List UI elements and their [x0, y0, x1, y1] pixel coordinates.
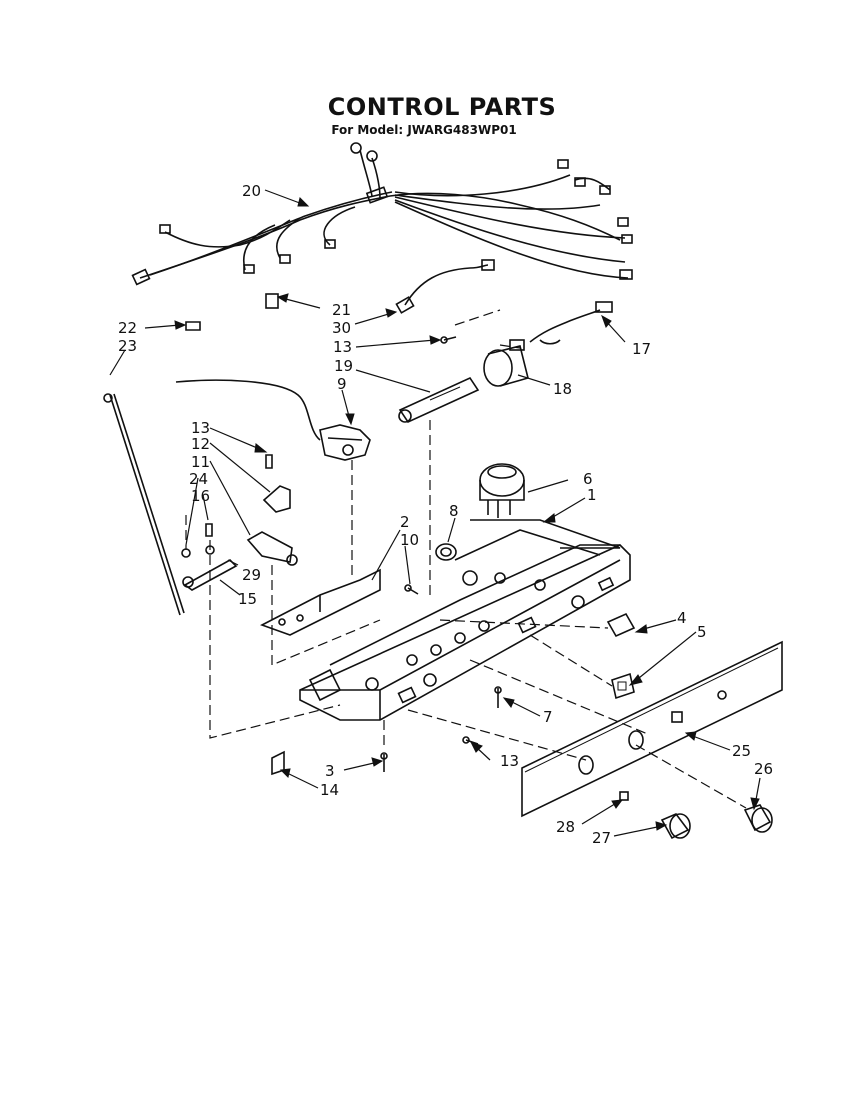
- model-subtitle: For Model: JWARG483WP01: [331, 123, 517, 137]
- callout-20: 20: [242, 182, 261, 200]
- mounting-bracket: [259, 568, 381, 636]
- callout-29: 29: [242, 566, 261, 584]
- wiring-harness: [131, 142, 633, 286]
- callout-26: 26: [754, 760, 773, 778]
- callout-4: 4: [677, 609, 687, 627]
- callout-12: 12: [191, 435, 210, 453]
- thermostat: [175, 379, 371, 461]
- assembly-lines: [185, 309, 747, 809]
- relay-capacitor-group: [398, 301, 613, 424]
- callout-18: 18: [553, 380, 572, 398]
- callout-11: 11: [191, 453, 210, 471]
- grommet: [435, 543, 457, 561]
- callout-28: 28: [556, 818, 575, 836]
- callout-23: 23: [118, 337, 137, 355]
- callout-19: 19: [334, 357, 353, 375]
- callout-17: 17: [632, 340, 651, 358]
- callout-6: 6: [583, 470, 593, 488]
- knobs-and-screws: [271, 336, 773, 840]
- callout-13-top: 13: [333, 338, 352, 356]
- callout-7: 7: [543, 708, 553, 726]
- callout-2: 2: [400, 513, 410, 531]
- callout-25: 25: [732, 742, 751, 760]
- callout-22: 22: [118, 319, 137, 337]
- switches: [606, 612, 636, 700]
- control-housing: [299, 519, 631, 721]
- callout-27: 27: [592, 829, 611, 847]
- callout-9: 9: [337, 375, 347, 393]
- callout-16: 16: [191, 487, 210, 505]
- callout-5: 5: [697, 623, 707, 641]
- callout-24: 24: [189, 470, 208, 488]
- callout-21: 21: [332, 301, 351, 319]
- callout-3: 3: [325, 762, 335, 780]
- callout-15: 15: [238, 590, 257, 608]
- diagram-title: CONTROL PARTS: [327, 93, 557, 121]
- callout-13-bottom: 13: [500, 752, 519, 770]
- callout-8: 8: [449, 502, 459, 520]
- callout-10: 10: [400, 531, 419, 549]
- callout-1: 1: [587, 486, 597, 504]
- rod-and-clip: [103, 321, 201, 616]
- callout-13-left: 13: [191, 419, 210, 437]
- callout-30: 30: [332, 319, 351, 337]
- jumper-wire: [265, 259, 495, 314]
- callout-labels: 20 21 30 22 23 13 19 9 17 18 13 12 11 24…: [118, 182, 773, 847]
- control-panel: [521, 640, 783, 818]
- leader-lines: [109, 189, 761, 837]
- callout-14: 14: [320, 781, 339, 799]
- cold-control: [479, 463, 525, 518]
